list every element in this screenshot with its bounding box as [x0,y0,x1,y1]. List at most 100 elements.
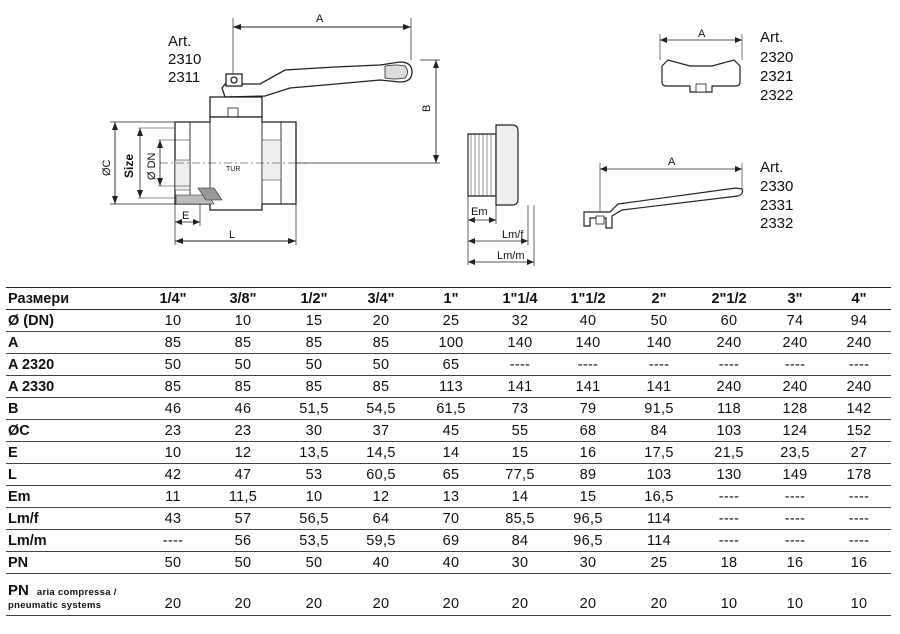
table-cell: 77,5 [487,463,553,486]
size-header: 1/2" [281,287,347,310]
table-cell: 70 [415,507,487,530]
dim-l-label: L [229,229,235,241]
valve-art-label: Art. [168,33,191,50]
table-cell: ---- [827,485,891,508]
table-cell: 240 [695,331,763,354]
pn-sub-label: pneumatic systems [8,600,102,611]
ball-valve-drawing [110,18,440,245]
table-cell: 51,5 [281,397,347,420]
table-cell: ---- [487,353,553,376]
pn-label: PN [8,582,29,599]
row-label: A 2320 [6,353,141,376]
table-header-row: Размери 1/4" 3/8" 1/2" 3/4" 1" 1"1/4 1"1… [6,287,891,310]
table-cell: 140 [553,331,623,354]
table-cell: ---- [623,353,695,376]
table-cell: 140 [623,331,695,354]
table-cell: 50 [347,353,415,376]
table-cell: 50 [281,353,347,376]
table-cell: 47 [205,463,281,486]
table-cell: 16 [763,551,827,574]
table-cell: ---- [695,529,763,552]
row-label: A 2330 [6,375,141,398]
dimensions-table: Размери 1/4" 3/8" 1/2" 3/4" 1" 1"1/4 1"1… [6,287,891,616]
table-cell: 152 [827,419,891,442]
table-cell: 65 [415,463,487,486]
row-label: L [6,463,141,486]
table-cell: 37 [347,419,415,442]
table-cell: 18 [695,551,763,574]
lever-art-code: 2332 [760,215,793,232]
table-cell: 56 [205,529,281,552]
table-cell: 85 [281,375,347,398]
table-cell: 85 [347,375,415,398]
table-cell: 30 [281,419,347,442]
table-cell: 16 [553,441,623,464]
butterfly-handle-drawing [659,34,743,93]
table-cell: 15 [553,485,623,508]
table-cell: 10 [205,309,281,332]
table-cell: 178 [827,463,891,486]
dim-e-label: E [182,210,189,222]
table-cell: 85 [205,375,281,398]
table-cell: 30 [487,551,553,574]
table-cell: 45 [415,419,487,442]
table-cell: 10 [281,485,347,508]
table-cell: 25 [623,551,695,574]
table-cell: 10 [141,309,205,332]
table-cell: 11 [141,485,205,508]
table-cell: 14 [487,485,553,508]
table-cell: 20 [141,573,205,616]
table-cell: 60 [695,309,763,332]
lever-art-label: Art. [760,159,783,176]
row-label: ØC [6,419,141,442]
table-cell: 85 [205,331,281,354]
table-cell: 114 [623,507,695,530]
table-cell: ---- [763,485,827,508]
butterfly-art-code: 2321 [760,68,793,85]
table-cell: 59,5 [347,529,415,552]
size-header: 1/4" [141,287,205,310]
table-cell: 17,5 [623,441,695,464]
row-label: Em [6,485,141,508]
butterfly-art-code: 2320 [760,49,793,66]
table-cell: 91,5 [623,397,695,420]
table-cell: 84 [487,529,553,552]
table-cell: 20 [415,573,487,616]
table-cell: 118 [695,397,763,420]
table-cell: 12 [205,441,281,464]
table-cell: 23 [141,419,205,442]
table-cell: 40 [553,309,623,332]
table-cell: 27 [827,441,891,464]
table-cell: 124 [763,419,827,442]
size-header: 2"1/2 [695,287,763,310]
fitting-drawing [467,124,535,266]
butterfly-art-label: Art. [760,29,783,46]
table-cell: 10 [141,441,205,464]
table-cell: 13,5 [281,441,347,464]
table-cell: 16,5 [623,485,695,508]
table-cell: 14 [415,441,487,464]
table-cell: ---- [695,507,763,530]
dim-size-label: Size [122,154,136,178]
row-label: PN aria compressa /pneumatic systems [6,573,141,616]
table-cell: 32 [487,309,553,332]
table-cell: 240 [827,331,891,354]
size-header: 1"1/2 [553,287,623,310]
size-header: 4" [827,287,891,310]
table-cell: 85 [281,331,347,354]
table-cell: ---- [695,353,763,376]
table-cell: 240 [763,375,827,398]
dim-lmf-label: Lm/f [502,229,524,241]
table-cell: 43 [141,507,205,530]
table-cell: ---- [695,485,763,508]
table-cell: 240 [763,331,827,354]
table-cell: 74 [763,309,827,332]
table-cell: 89 [553,463,623,486]
size-header: 1"1/4 [487,287,553,310]
